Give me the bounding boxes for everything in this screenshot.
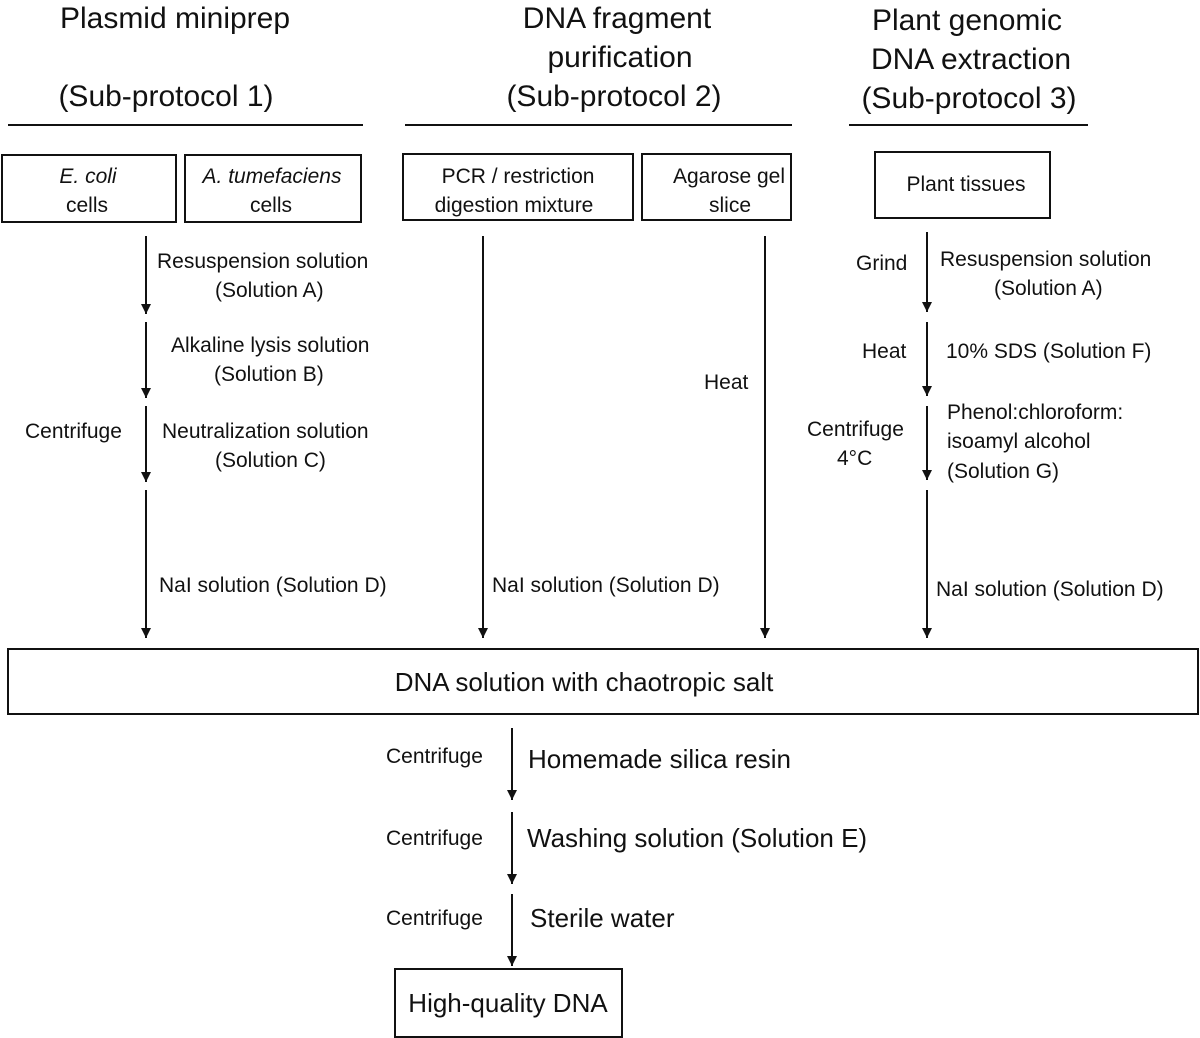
box-plant-tissues: Plant tissues — [874, 151, 1051, 219]
final-step-washing: Washing solution (Solution E) — [527, 823, 867, 853]
final-step-centrifuge-3: Centrifuge — [386, 907, 483, 930]
box-ecoli-cells: E. coli cells — [1, 154, 177, 223]
box-agarose-gel-slice: Agarose gel slice — [641, 153, 792, 221]
box-dna-solution: DNA solution with chaotropic salt — [7, 648, 1199, 715]
col3-flow: Grind Resuspension solution (Solution A)… — [807, 232, 1164, 638]
box-dna-solution-label: DNA solution with chaotropic salt — [395, 667, 774, 697]
box-gel-label-2: slice — [709, 194, 751, 217]
box-atum-label-2: cells — [250, 194, 292, 217]
box-pcr-label-2: digestion mixture — [435, 194, 594, 217]
header-subprotocol-3: Plant genomic DNA extraction (Sub-protoc… — [849, 4, 1088, 126]
final-step-silica: Homemade silica resin — [528, 744, 791, 774]
col3-step-centrifuge: Centrifuge — [807, 418, 904, 441]
header-3-title: Plant genomic — [872, 4, 1062, 37]
col2-flow: Heat NaI solution (Solution D) — [478, 236, 770, 638]
box-pcr-mixture: PCR / restriction digestion mixture — [402, 153, 634, 221]
header-1-subtitle: (Sub-protocol 1) — [58, 80, 273, 113]
col3-step-resuspension-sub: (Solution A) — [994, 277, 1103, 300]
col3-step-phenol: Phenol:chloroform: — [947, 401, 1123, 424]
box-ecoli-label-2: cells — [66, 194, 108, 217]
col3-step-heat: Heat — [862, 340, 907, 363]
box-plant-label: Plant tissues — [906, 173, 1025, 196]
header-subprotocol-2: DNA fragment purification (Sub-protocol … — [405, 2, 792, 126]
final-step-centrifuge-2: Centrifuge — [386, 827, 483, 850]
box-high-quality-dna: High-quality DNA — [394, 968, 623, 1038]
col3-step-phenol-sub: (Solution G) — [947, 460, 1059, 483]
col1-step-neutralization-sub: (Solution C) — [215, 449, 326, 472]
header-2-title-2: purification — [547, 41, 692, 74]
col2-step-heat: Heat — [704, 371, 749, 394]
box-high-quality-dna-label: High-quality DNA — [408, 988, 608, 1018]
box-ecoli-label: E. coli — [59, 165, 118, 188]
col2-step-nai: NaI solution (Solution D) — [492, 574, 720, 597]
col3-step-resuspension: Resuspension solution — [940, 248, 1151, 271]
header-3-subtitle: (Sub-protocol 3) — [861, 82, 1076, 115]
col3-step-phenol-2: isoamyl alcohol — [947, 430, 1091, 453]
col1-flow: Resuspension solution (Solution A) Alkal… — [25, 236, 387, 638]
box-gel-label: Agarose gel — [673, 165, 785, 188]
col3-step-nai: NaI solution (Solution D) — [936, 578, 1164, 601]
final-step-centrifuge-1: Centrifuge — [386, 745, 483, 768]
header-2-title: DNA fragment — [523, 2, 712, 35]
col1-step-neutralization: Neutralization solution — [162, 420, 369, 443]
box-atumefaciens-cells: A. tumefaciens cells — [184, 154, 362, 223]
col3-step-centrifuge-temp: 4°C — [837, 447, 872, 470]
header-subprotocol-1: Plasmid miniprep (Sub-protocol 1) — [8, 2, 363, 126]
col1-step-resuspension-sub: (Solution A) — [215, 279, 324, 302]
col1-step-resuspension: Resuspension solution — [157, 250, 368, 273]
col3-step-grind: Grind — [856, 252, 907, 275]
col1-step-alkaline-sub: (Solution B) — [214, 363, 324, 386]
header-1-title: Plasmid miniprep — [60, 2, 290, 35]
col1-step-centrifuge: Centrifuge — [25, 420, 122, 443]
col3-step-sds: 10% SDS (Solution F) — [946, 340, 1151, 363]
header-2-subtitle: (Sub-protocol 2) — [506, 80, 721, 113]
col1-step-nai: NaI solution (Solution D) — [159, 574, 387, 597]
col1-step-alkaline: Alkaline lysis solution — [171, 334, 369, 357]
box-pcr-label: PCR / restriction — [442, 165, 595, 188]
final-step-water: Sterile water — [530, 903, 675, 933]
header-3-title-2: DNA extraction — [871, 43, 1071, 76]
final-flow: Centrifuge Homemade silica resin Centrif… — [386, 728, 867, 966]
box-atum-label: A. tumefaciens — [201, 165, 342, 188]
